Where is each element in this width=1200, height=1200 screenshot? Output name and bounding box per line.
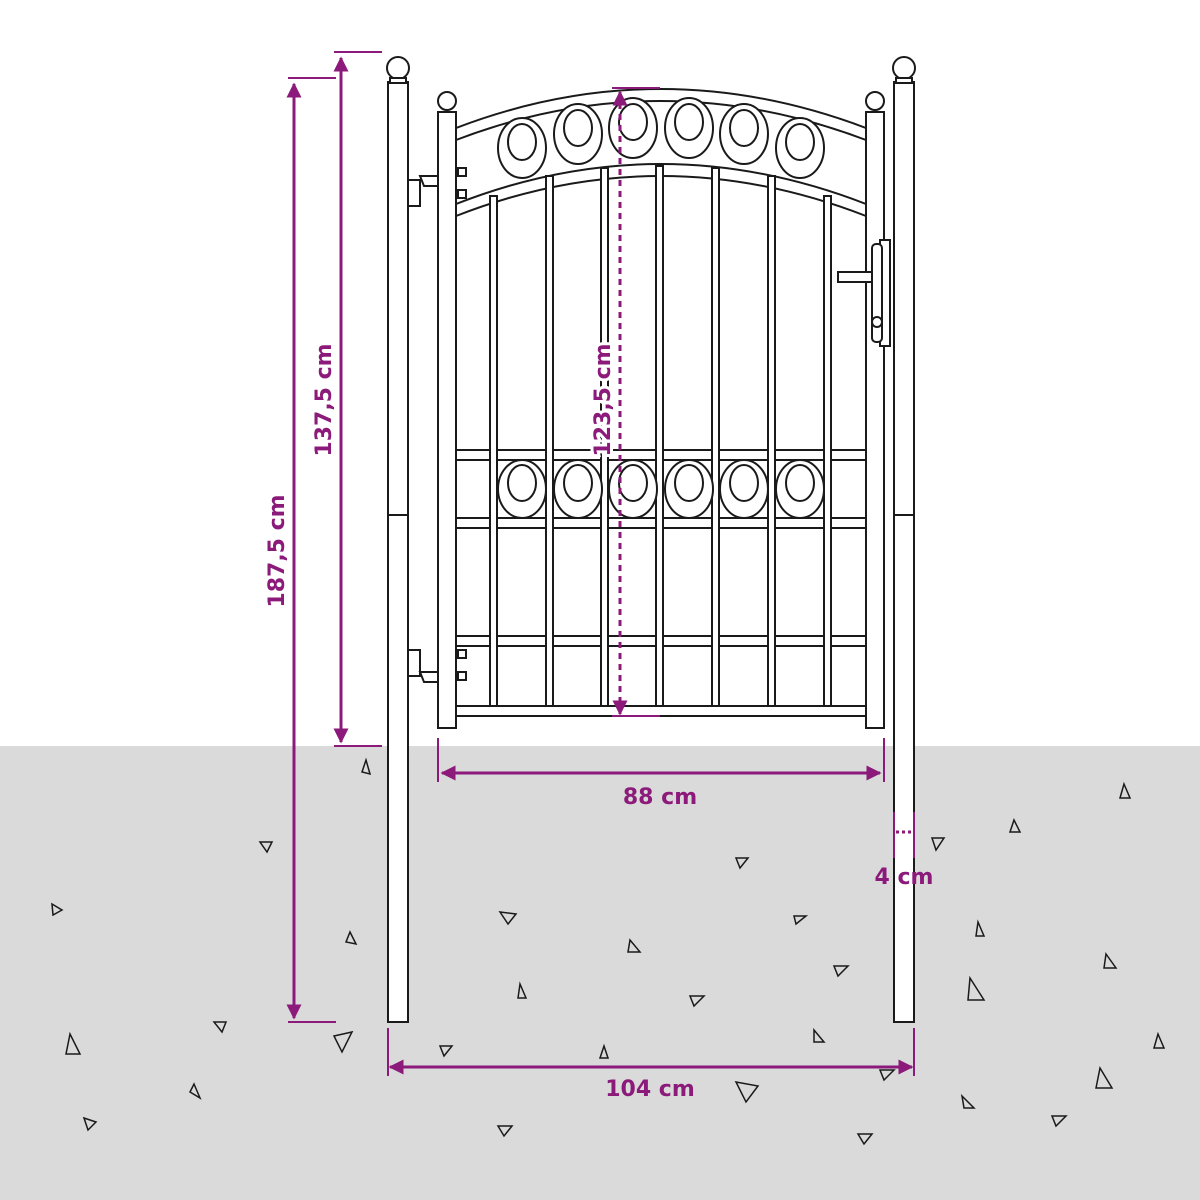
label-gate-width: 88 cm (623, 785, 697, 810)
label-post-size: 4 cm (875, 865, 934, 890)
upper-hinge (407, 179, 421, 207)
label-total-width: 104 cm (605, 1077, 695, 1102)
label-gate-height: 123,5 cm (591, 343, 616, 456)
handle-lever (837, 271, 873, 283)
lower-hinge (407, 649, 421, 677)
gate-left-stile (437, 111, 457, 729)
keyhole-icon (871, 316, 883, 328)
ground-area (0, 746, 1200, 1200)
top-rings (497, 97, 825, 179)
extension-lines (288, 51, 915, 1076)
right-post (892, 56, 916, 1023)
pebbles (51, 757, 1166, 1146)
label-post-above-ground: 137,5 cm (312, 343, 337, 456)
hinges (407, 167, 467, 683)
label-total-height: 187,5 cm (265, 494, 290, 607)
dimension-lines (286, 56, 914, 1075)
gate-bars (489, 165, 832, 707)
gate-right-stile (865, 111, 885, 729)
fence-posts (386, 56, 916, 1023)
gate-lock (837, 239, 891, 347)
left-post (386, 56, 410, 1023)
